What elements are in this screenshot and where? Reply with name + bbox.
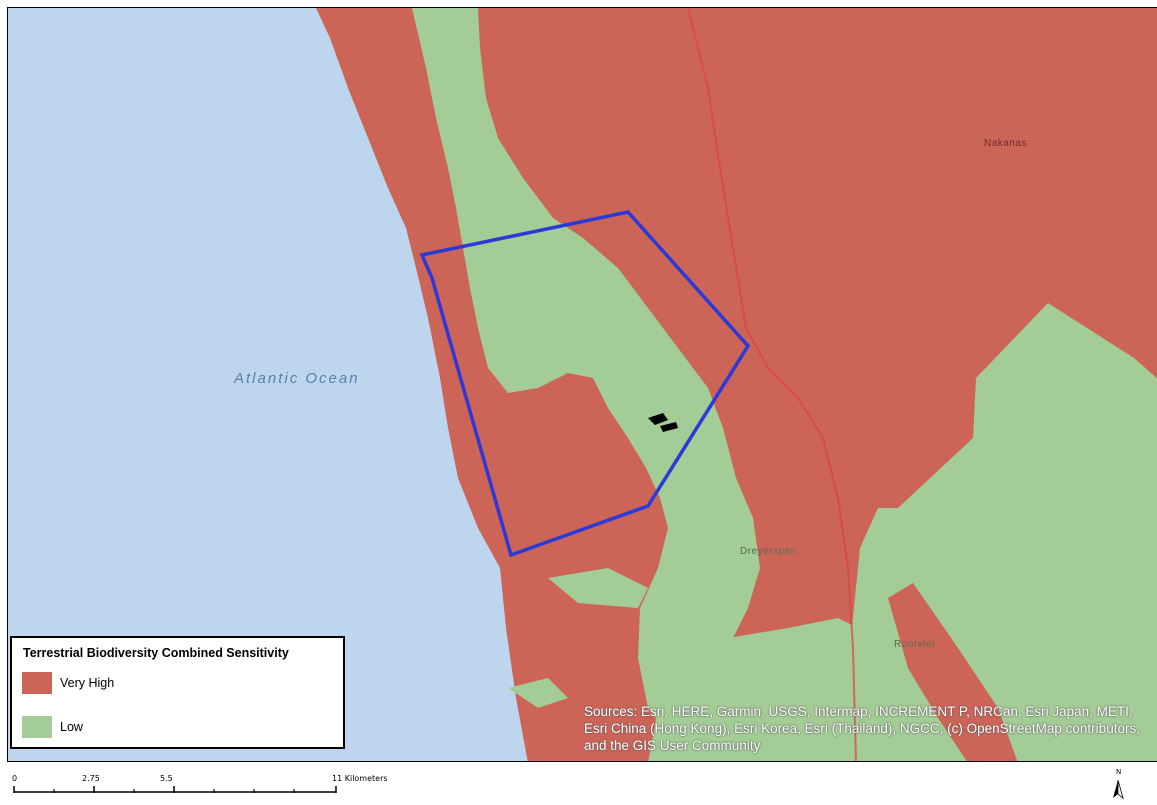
- scale-label: 0: [12, 774, 18, 783]
- main-road: [687, 8, 857, 761]
- legend-title: Terrestrial Biodiversity Combined Sensit…: [23, 646, 289, 660]
- ocean-label: Atlantic Ocean: [234, 370, 360, 387]
- low-area-strip: [412, 8, 760, 728]
- site-marker[interactable]: [648, 413, 678, 432]
- scale-label: 11 Kilometers: [332, 774, 388, 783]
- scale-label: 2.75: [82, 774, 100, 783]
- low-area-strip-north: [426, 8, 476, 168]
- project-boundary[interactable]: [419, 210, 751, 558]
- legend-label: Low: [60, 720, 83, 734]
- town-label-nakanas: Nakanas: [984, 138, 1027, 149]
- north-label: N: [1116, 768, 1122, 776]
- scale-bar-graphic: [13, 786, 337, 793]
- legend-swatch: [22, 672, 52, 694]
- north-arrow-icon: [1113, 779, 1124, 800]
- scale-bar: 0 2.75 5.5 11 Kilometers: [0, 770, 450, 800]
- low-patch: [548, 568, 648, 608]
- scale-label: 5.5: [160, 774, 173, 783]
- map-legend: Terrestrial Biodiversity Combined Sensit…: [10, 636, 345, 749]
- map-layers: [316, 8, 1157, 761]
- legend-label: Very High: [60, 676, 115, 690]
- low-patch: [508, 678, 568, 708]
- very-high-area-east: [888, 583, 1018, 761]
- map-canvas[interactable]: Atlantic Ocean Nakanas Dreyerspan Roorvl…: [7, 7, 1157, 762]
- map-attribution: Sources: Esri, HERE, Garmin, USGS, Inter…: [584, 704, 1140, 753]
- low-area-south: [648, 618, 858, 761]
- town-label-dreyerspan: Dreyerspan: [740, 546, 797, 557]
- town-label-roorvlei: Roorvlei: [894, 639, 935, 650]
- legend-swatch: [22, 716, 52, 738]
- north-arrow: N: [1110, 768, 1134, 802]
